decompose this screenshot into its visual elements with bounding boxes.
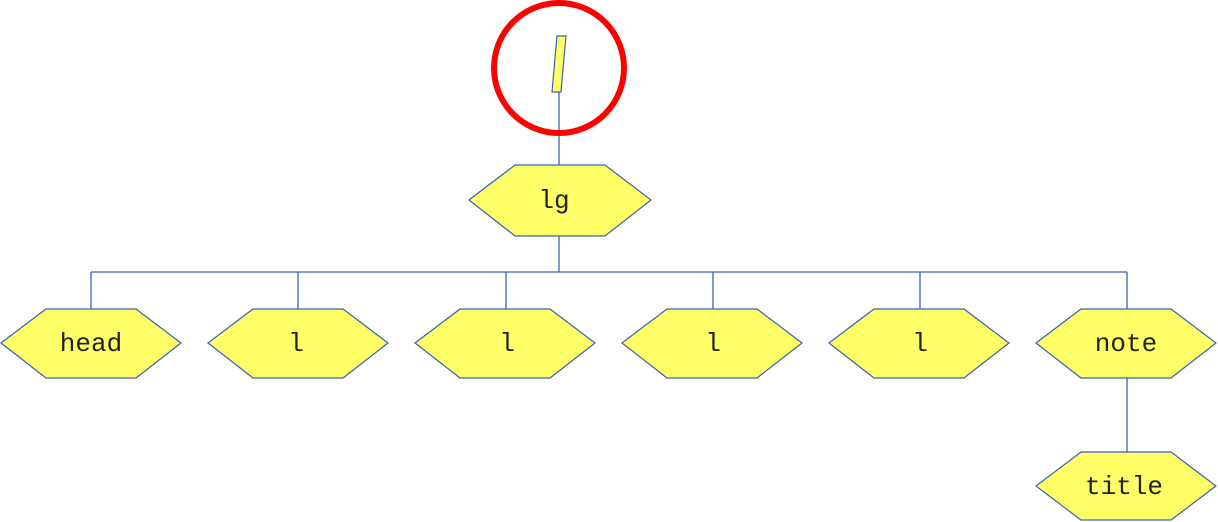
- node-title-label: title: [1085, 472, 1163, 502]
- node-l-4: l: [828, 308, 1010, 379]
- node-l-4-shape: [828, 308, 1010, 379]
- node-head-shape: [0, 308, 182, 379]
- connectors: [90, 92, 1128, 452]
- node-l-3-shape: [621, 308, 803, 379]
- node-head: head: [0, 308, 182, 379]
- root-bar-shape: [551, 35, 567, 93]
- node-note: note: [1035, 308, 1217, 379]
- node-l-1: l: [207, 308, 389, 379]
- root-highlight-circle: [491, 0, 627, 136]
- node-lg-label: lg: [538, 186, 569, 216]
- root-node: [491, 0, 627, 136]
- node-l-1-shape: [207, 308, 389, 379]
- node-l-3: l: [621, 308, 803, 379]
- node-l-2: l: [414, 308, 596, 379]
- node-l-3-label: l: [705, 329, 721, 359]
- node-l-2-label: l: [499, 329, 515, 359]
- node-l-2-shape: [414, 308, 596, 379]
- node-l-1-label: l: [288, 329, 304, 359]
- node-head-label: head: [60, 329, 122, 359]
- node-note-label: note: [1095, 329, 1157, 359]
- node-title-shape: [1035, 451, 1217, 521]
- node-lg-shape: [468, 164, 652, 237]
- node-l-4-label: l: [912, 329, 928, 359]
- node-lg: lg: [468, 164, 652, 237]
- node-title: title: [1035, 451, 1217, 521]
- node-note-shape: [1035, 308, 1217, 379]
